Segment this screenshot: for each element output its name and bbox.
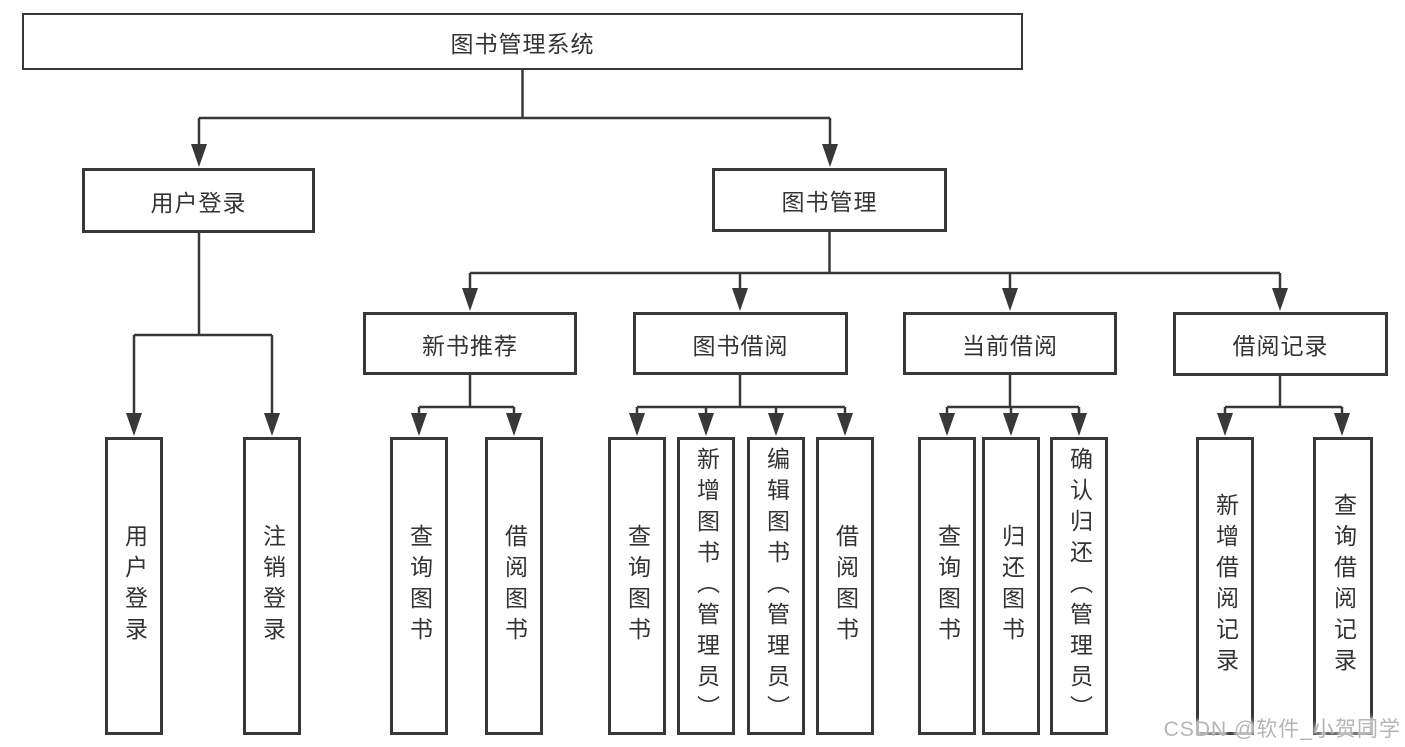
leaf-label: 查询借阅记录 <box>1330 493 1357 679</box>
arrow-down-icon <box>698 413 714 436</box>
arrow-down-icon <box>506 413 522 436</box>
tree-branch-lines <box>132 70 1344 416</box>
leaf-label: 查询图书 <box>934 524 961 648</box>
arrow-down-icon <box>1002 288 1018 311</box>
arrow-down-icon <box>411 413 427 436</box>
arrow-down-icon <box>1217 413 1233 436</box>
arrow-down-icon <box>732 288 748 311</box>
leaf-query-borrow-record: 查询借阅记录 <box>1313 437 1373 735</box>
leaf-borrow-books: 借阅图书 <box>816 437 874 735</box>
leaf-add-borrow-record: 新增借阅记录 <box>1196 437 1254 735</box>
node-book-management: 图书管理 <box>712 168 947 232</box>
arrow-down-icon <box>126 413 142 436</box>
leaf-edit-books-admin: 编辑图书（管理员） <box>747 437 805 735</box>
arrow-down-icon <box>1071 413 1087 436</box>
arrow-down-icon <box>191 144 207 167</box>
arrow-down-icon <box>1334 413 1350 436</box>
leaf-label: 归还图书 <box>998 524 1025 648</box>
arrow-down-icon <box>822 144 838 167</box>
arrow-down-icon <box>939 413 955 436</box>
leaf-label: 确认归还（管理员） <box>1066 446 1093 726</box>
leaf-add-books-admin: 新增图书（管理员） <box>677 437 735 735</box>
leaf-query-books-borrow: 查询图书 <box>608 437 666 735</box>
arrowheads <box>126 144 1350 436</box>
node-book-borrowing: 图书借阅 <box>633 312 848 375</box>
arrow-down-icon <box>629 413 645 436</box>
arrow-down-icon <box>264 413 280 436</box>
leaf-return-books: 归还图书 <box>982 437 1040 735</box>
leaf-label: 注销登录 <box>259 524 286 648</box>
arrow-down-icon <box>768 413 784 436</box>
leaf-borrow-books-recommend: 借阅图书 <box>485 437 543 735</box>
csdn-watermark: CSDN @软件_小贺同学 <box>1163 718 1401 741</box>
leaf-label: 查询图书 <box>406 524 433 648</box>
leaf-query-books-current: 查询图书 <box>918 437 976 735</box>
leaf-label: 借阅图书 <box>832 524 859 648</box>
leaf-label: 用户登录 <box>121 524 148 648</box>
leaf-confirm-return-admin: 确认归还（管理员） <box>1050 437 1108 735</box>
node-library-management-system: 图书管理系统 <box>22 13 1023 70</box>
node-user-login: 用户登录 <box>82 168 315 233</box>
leaf-label: 查询图书 <box>624 524 651 648</box>
leaf-logout: 注销登录 <box>243 437 301 735</box>
arrow-down-icon <box>462 288 478 311</box>
arrow-down-icon <box>837 413 853 436</box>
leaf-user-login: 用户登录 <box>105 437 163 735</box>
leaf-query-books-recommend: 查询图书 <box>390 437 448 735</box>
node-new-book-recommendation: 新书推荐 <box>363 312 577 375</box>
node-current-borrowing: 当前借阅 <box>903 312 1117 375</box>
leaf-label: 新增借阅记录 <box>1212 493 1239 679</box>
leaf-label: 借阅图书 <box>501 524 528 648</box>
node-borrowing-records: 借阅记录 <box>1173 312 1388 376</box>
arrow-down-icon <box>1272 288 1288 311</box>
arrow-down-icon <box>1003 413 1019 436</box>
leaf-label: 编辑图书（管理员） <box>763 446 790 726</box>
leaf-label: 新增图书（管理员） <box>693 446 720 726</box>
